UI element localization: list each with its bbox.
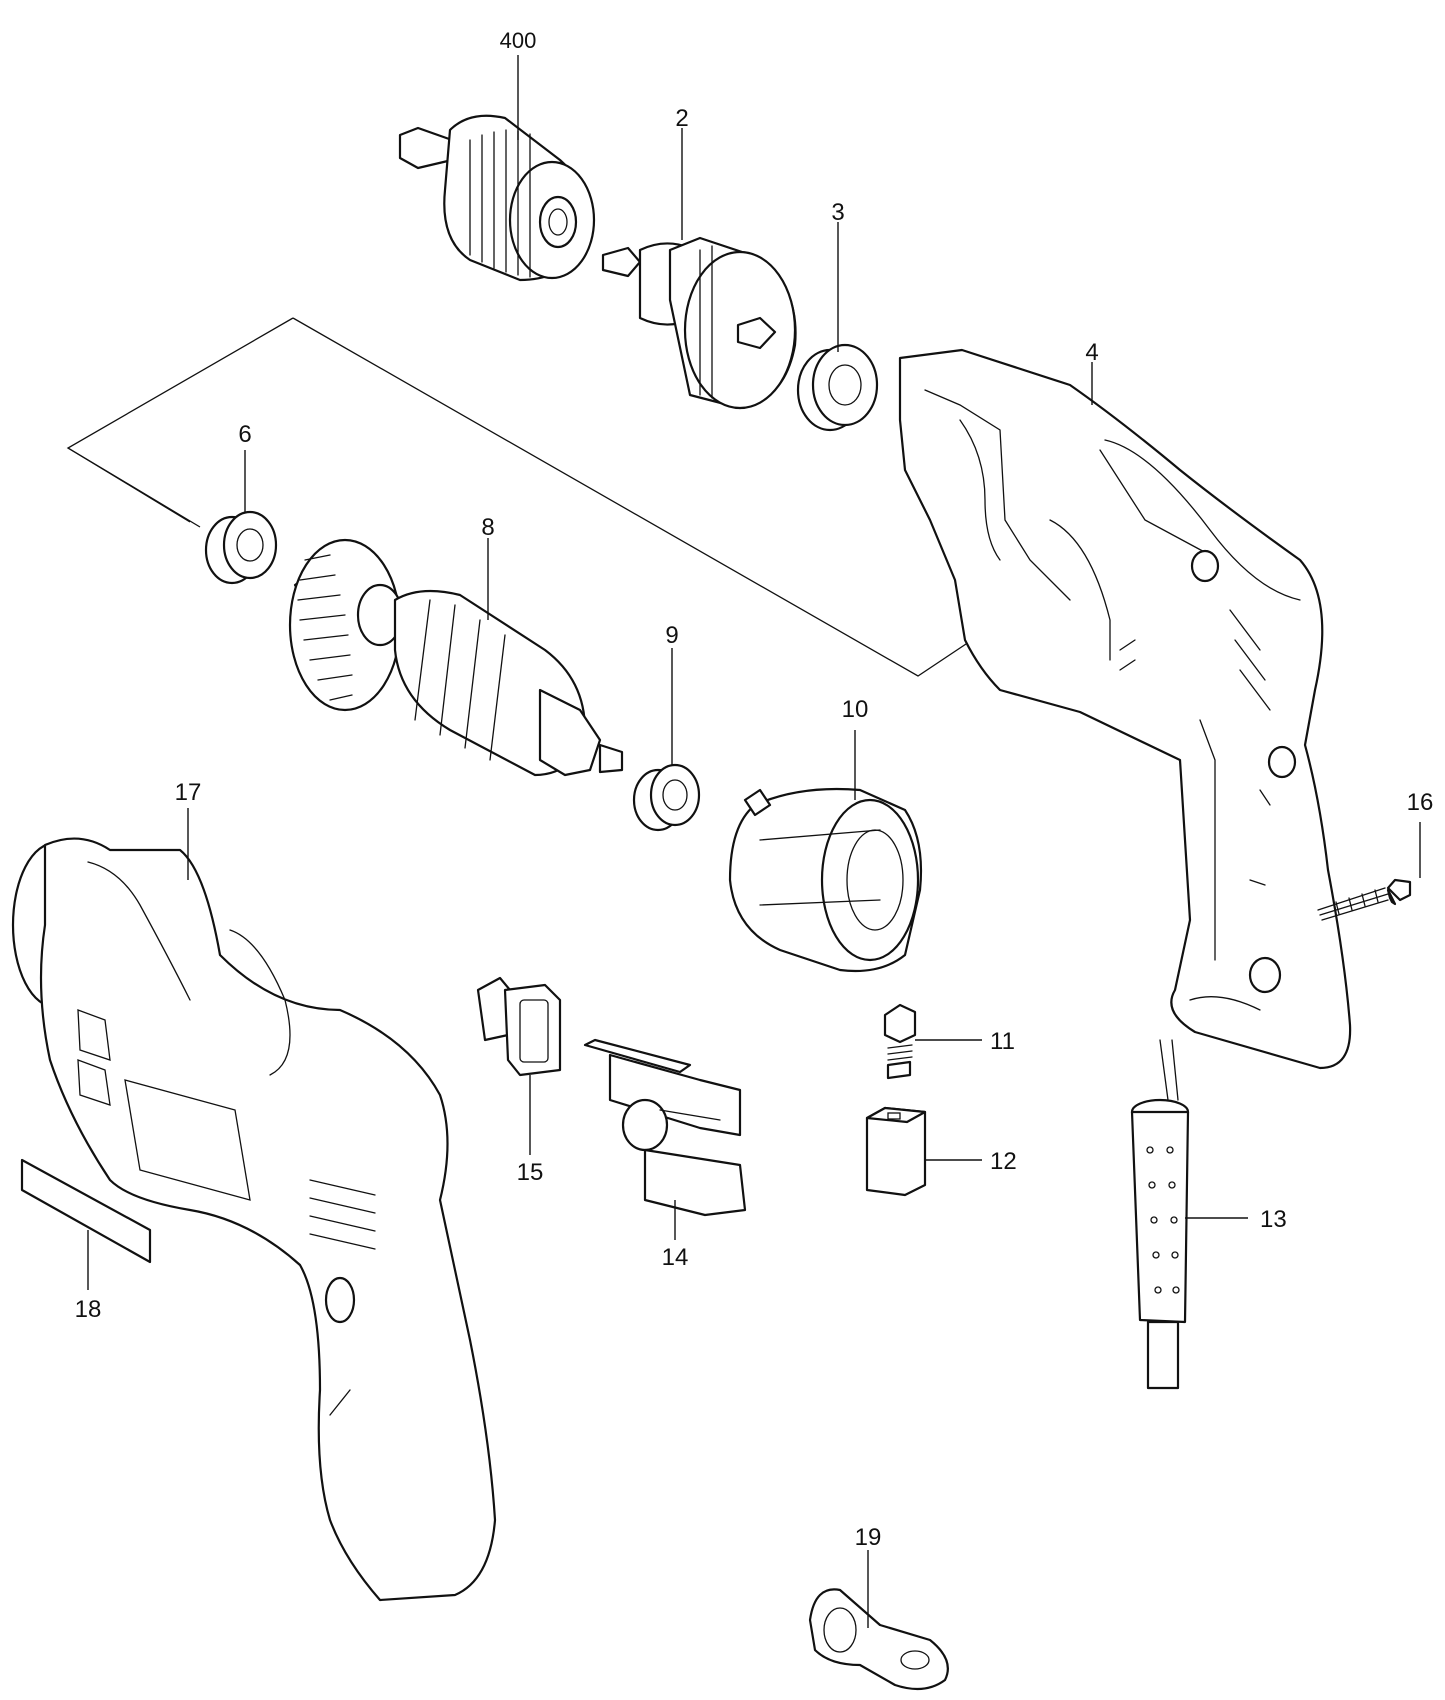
callout-16: 16 bbox=[1407, 789, 1434, 816]
assembly-group-frame-upper bbox=[292, 317, 976, 677]
housing-half-part bbox=[898, 348, 1352, 1070]
switch-cover-part bbox=[476, 976, 562, 1077]
callout-6: 6 bbox=[238, 421, 251, 448]
callout-18: 18 bbox=[75, 1296, 102, 1323]
ball-bearing-3-part bbox=[796, 343, 879, 432]
assembly-group-frame-lower bbox=[67, 447, 191, 523]
callout-11: 11 bbox=[990, 1028, 1015, 1055]
callout-4: 4 bbox=[1085, 339, 1098, 366]
callout-400: 400 bbox=[500, 28, 537, 53]
callout-19: 19 bbox=[855, 1524, 882, 1551]
callout-10: 10 bbox=[842, 696, 869, 723]
armature-part bbox=[288, 538, 624, 777]
brush-holder-part bbox=[865, 1106, 927, 1197]
field-stator-part bbox=[728, 787, 923, 973]
switch-part bbox=[583, 1038, 747, 1217]
drill-chuck-part bbox=[398, 114, 596, 282]
callout-14: 14 bbox=[662, 1244, 689, 1271]
callout-3: 3 bbox=[831, 199, 844, 226]
tapping-screw-part bbox=[1317, 878, 1412, 921]
callout-2: 2 bbox=[675, 105, 688, 132]
callout-15: 15 bbox=[517, 1159, 544, 1186]
callout-12: 12 bbox=[990, 1148, 1017, 1175]
callout-9: 9 bbox=[665, 622, 678, 649]
assembly-group-frame bbox=[66, 317, 294, 528]
callout-13: 13 bbox=[1260, 1206, 1287, 1233]
ball-bearing-9-part bbox=[632, 763, 701, 832]
callout-17: 17 bbox=[175, 779, 202, 806]
housing-set-part bbox=[11, 837, 497, 1602]
ball-bearing-6-part bbox=[204, 510, 278, 585]
name-plate-part bbox=[20, 1158, 152, 1264]
carbon-brush-part bbox=[883, 1003, 917, 1080]
gear-spindle-part bbox=[601, 236, 797, 410]
cord-clamp-part bbox=[808, 1588, 949, 1691]
cord-guard-part bbox=[1130, 1039, 1190, 1390]
callout-8: 8 bbox=[481, 514, 494, 541]
